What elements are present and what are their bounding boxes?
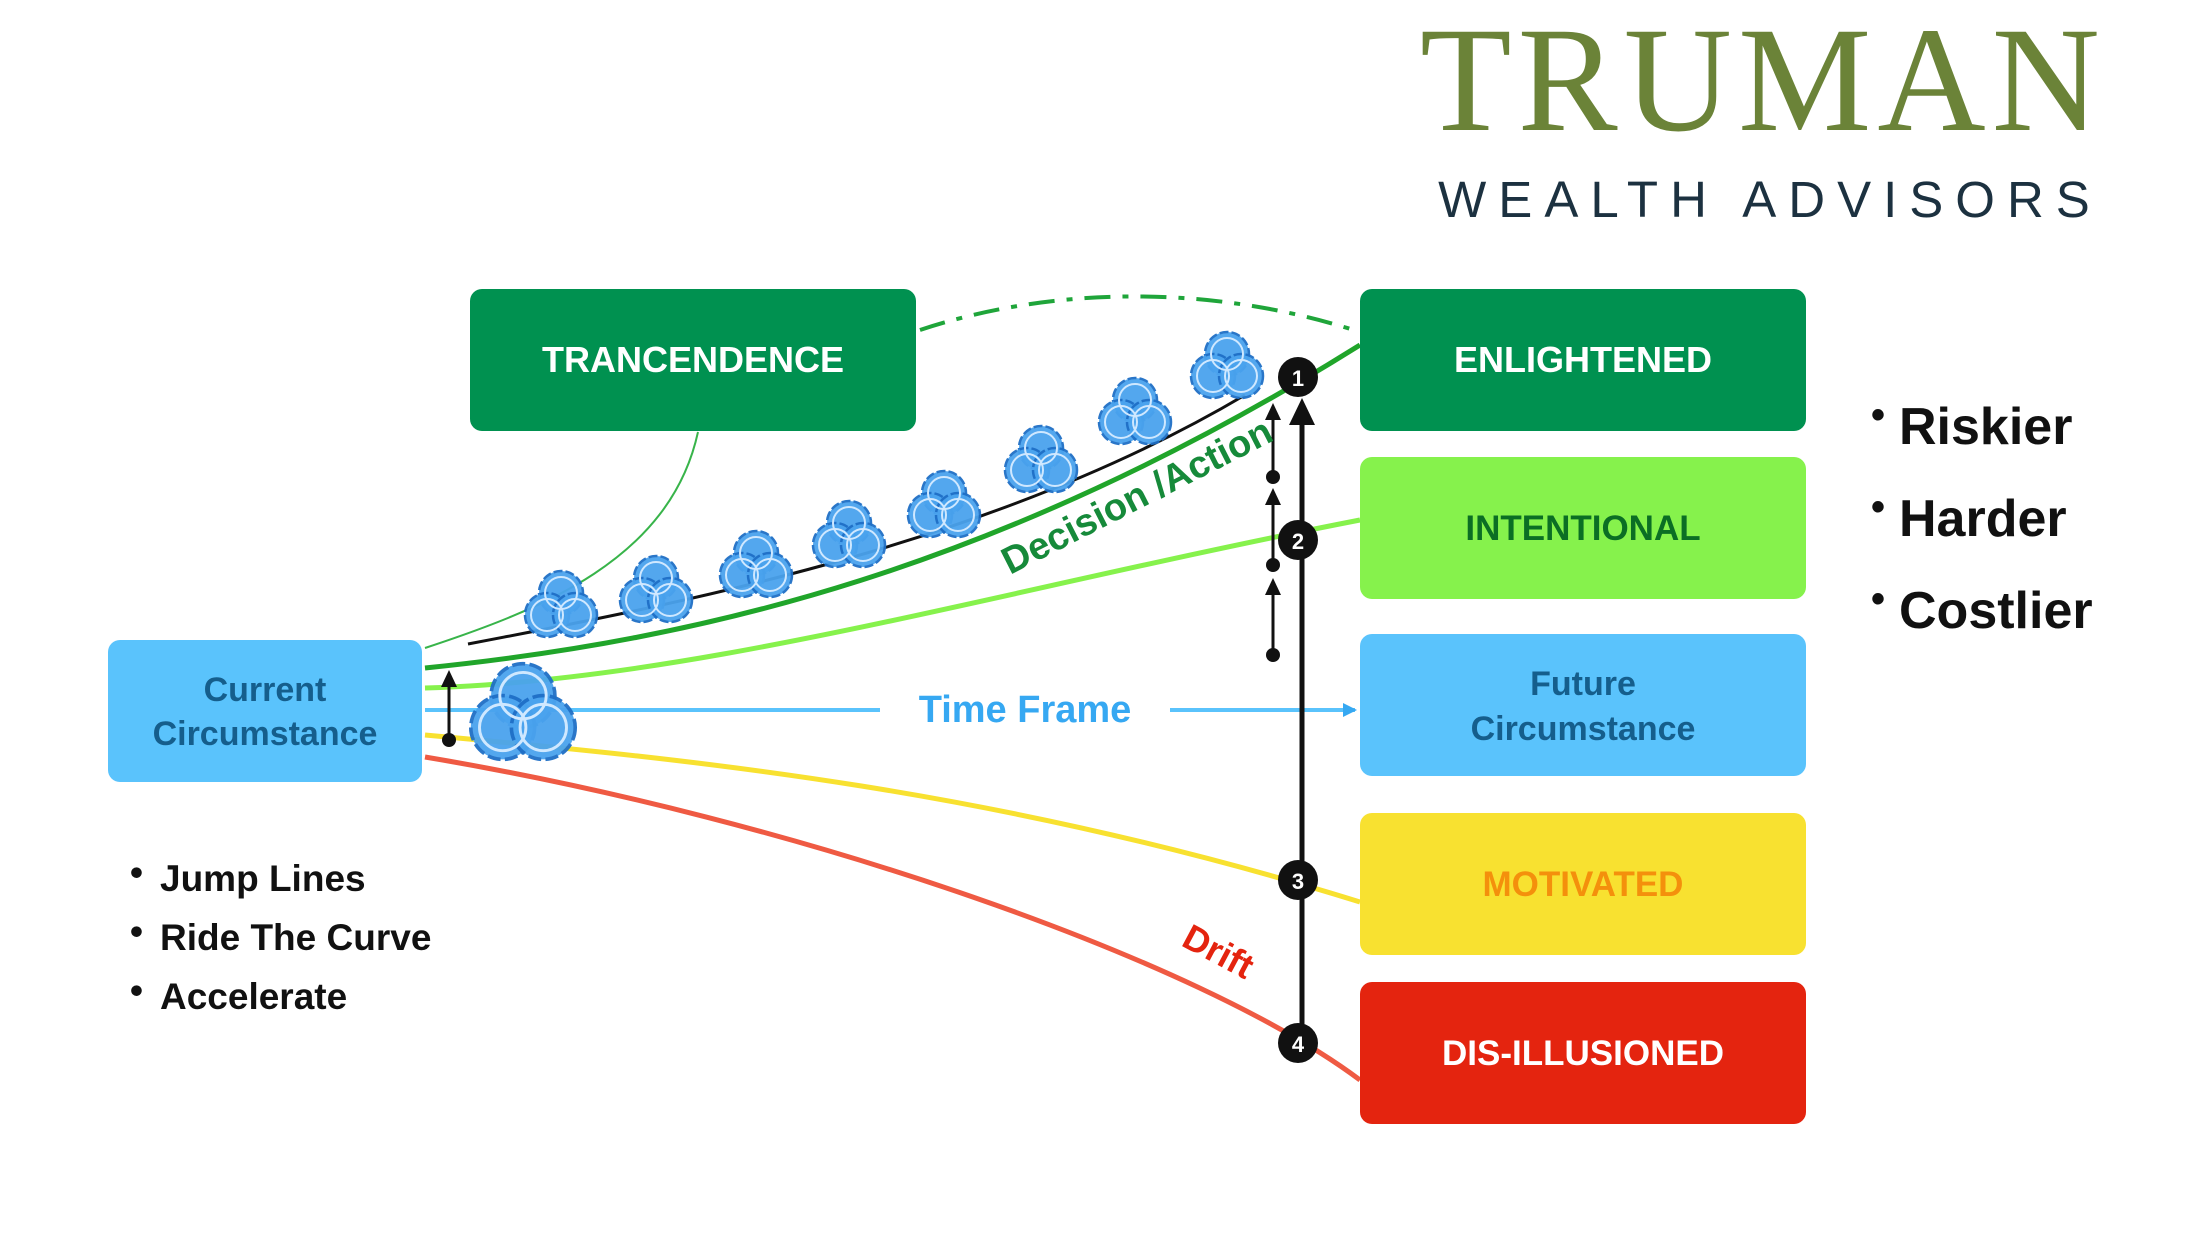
enlightened-box — [1360, 289, 1806, 431]
arrow-up-icon — [1265, 403, 1281, 420]
intentional-label: INTENTIONAL — [1465, 509, 1700, 548]
marker-2: 2 — [1292, 529, 1304, 554]
list-item: Riskier — [1871, 385, 2093, 489]
enlightened-label: ENLIGHTENED — [1454, 339, 1712, 380]
future-circumstance-line1: Future — [1530, 665, 1636, 703]
venn-circles-icon — [1097, 376, 1173, 446]
current-circumstance-box — [108, 640, 422, 782]
marker-4: 4 — [1292, 1032, 1305, 1057]
drift-label: Drift — [1176, 916, 1261, 987]
logo-wordmark: TRUMAN — [1419, 0, 2107, 163]
numbered-marker-icon: 3 — [1278, 860, 1318, 900]
list-item: Jump Lines — [130, 852, 431, 917]
right-bullet-list: Riskier Harder Costlier — [1871, 385, 2093, 673]
logo-tagline: WEALTH ADVISORS — [1438, 171, 2102, 228]
list-item: Ride The Curve — [130, 911, 431, 976]
marker-1: 1 — [1292, 366, 1304, 391]
disillusioned-label: DIS-ILLUSIONED — [1442, 1034, 1724, 1073]
list-item: Harder — [1871, 477, 2093, 581]
current-circumstance-line1: Current — [204, 671, 327, 709]
venn-circles-icon — [1003, 424, 1079, 494]
intentional-box — [1360, 457, 1806, 599]
motivated-label: MOTIVATED — [1483, 865, 1684, 904]
transcendence-label: TRANCENDENCE — [542, 339, 844, 380]
transcendence-connector — [424, 431, 699, 649]
arrow-up-icon — [1265, 488, 1281, 505]
list-item: Costlier — [1871, 569, 2093, 673]
list-item: Accelerate — [130, 970, 431, 1035]
transcendence-dashed-arc — [919, 294, 1361, 334]
transcendence-box — [470, 289, 916, 431]
current-circumstance-line2: Circumstance — [153, 715, 378, 753]
drift-curve — [424, 754, 1362, 1083]
disillusioned-box — [1360, 982, 1806, 1124]
arrow-up-icon — [441, 670, 457, 687]
arrow-up-icon — [1289, 398, 1315, 425]
future-circumstance-box — [1360, 634, 1806, 776]
numbered-marker-icon: 1 — [1278, 357, 1318, 397]
decision-action-curve — [424, 342, 1362, 671]
time-frame-label: Time Frame — [919, 689, 1132, 731]
venn-circles-icon — [811, 499, 887, 569]
motivated-box — [1360, 813, 1806, 955]
marker-3: 3 — [1292, 869, 1304, 894]
venn-circles-icon — [618, 554, 694, 624]
venn-circles-icon — [906, 469, 982, 539]
arrow-up-icon — [1265, 578, 1281, 595]
future-circumstance-line2: Circumstance — [1471, 710, 1696, 748]
venn-circles-icon — [1189, 330, 1265, 400]
left-bullet-list: Jump Lines Ride The Curve Accelerate — [130, 852, 431, 1035]
motivated-curve — [424, 732, 1361, 905]
numbered-marker-icon: 4 — [1278, 1023, 1318, 1063]
venn-circles-icon — [523, 569, 599, 639]
jump-arrows — [441, 403, 1281, 747]
numbered-marker-icon: 2 — [1278, 520, 1318, 560]
venn-circles-icon — [718, 529, 794, 599]
